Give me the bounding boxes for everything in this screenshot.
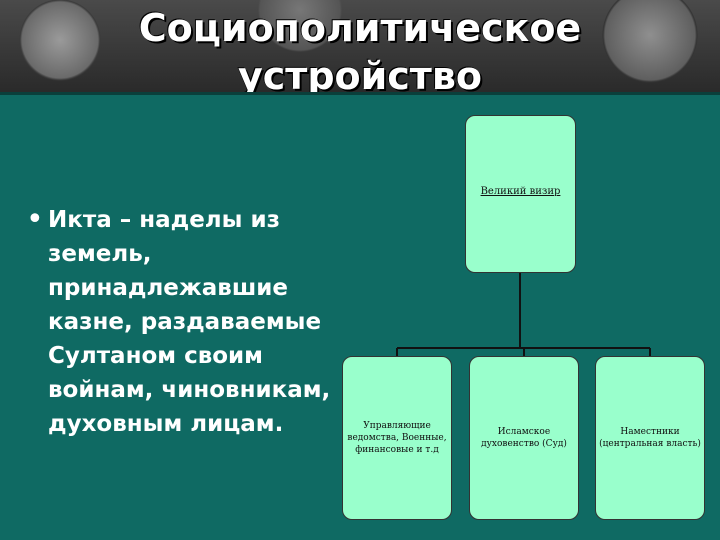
bullet-dot-icon: • [26, 202, 44, 237]
org-box-ministries: Управляющие ведомства, Военные, финансов… [342, 356, 452, 520]
slide-title: Социополитическое устройство [0, 4, 720, 92]
org-box-governors: Наместники (центральная власть) [595, 356, 705, 520]
bullet-text: Икта – наделы из земель, принадлежавшие … [48, 207, 331, 437]
org-box-clergy: Исламское духовенство (Суд) [469, 356, 579, 520]
slide-title-line1: Социополитическое [138, 6, 582, 50]
org-box-grand-vizier-label: Великий визир [480, 186, 561, 197]
header-banner: Социополитическое устройство [0, 0, 720, 92]
slide-title-line2: устройство [238, 54, 482, 92]
org-box-grand-vizier: Великий визир [465, 115, 576, 273]
org-box-clergy-label: Исламское духовенство (Суд) [481, 427, 567, 449]
org-box-ministries-label: Управляющие ведомства, Военные, финансов… [347, 421, 447, 455]
header-divider [0, 92, 720, 95]
org-box-governors-label: Наместники (центральная власть) [599, 427, 701, 449]
